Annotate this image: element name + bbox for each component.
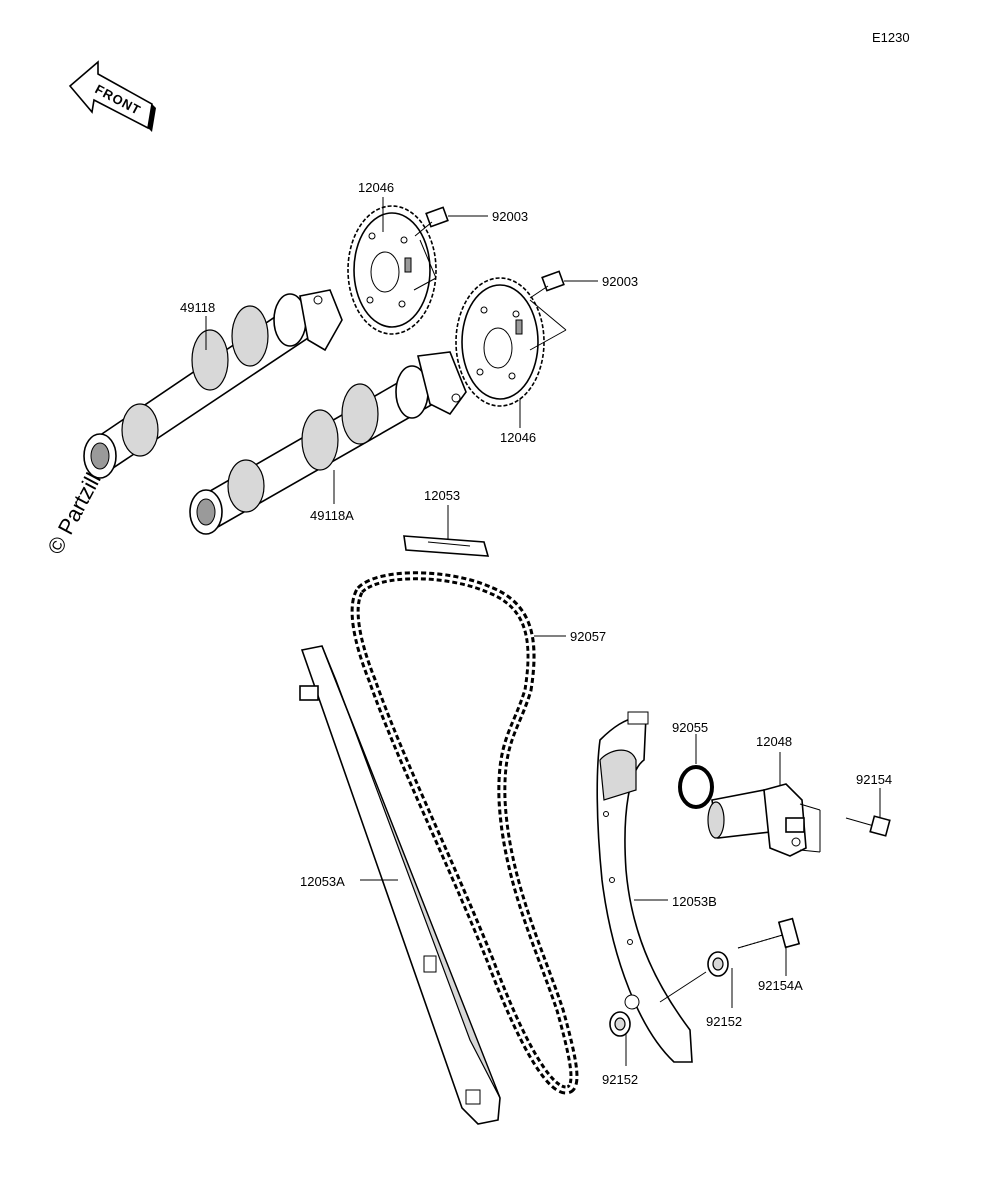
label-12053A: 12053A — [300, 874, 345, 889]
chain-guide-tensioner — [596, 711, 693, 1063]
chain-tensioner — [707, 783, 807, 857]
label-12048: 12048 — [756, 734, 792, 749]
label-92154A: 92154A — [758, 978, 803, 993]
o-ring — [678, 765, 714, 809]
collar-left — [609, 1011, 631, 1037]
chain-guide-top — [403, 535, 490, 557]
label-92154: 92154 — [856, 772, 892, 787]
label-12053: 12053 — [424, 488, 460, 503]
cam-sprocket-upper — [347, 205, 437, 335]
label-12046-top: 12046 — [358, 180, 394, 195]
collar-right — [707, 951, 729, 977]
label-92152-right: 92152 — [706, 1014, 742, 1029]
label-49118A: 49118A — [310, 508, 354, 523]
sprocket-bolt-upper — [414, 206, 449, 237]
label-92152-bottom: 92152 — [602, 1072, 638, 1087]
label-12046-mid: 12046 — [500, 430, 536, 445]
label-49118: 49118 — [180, 300, 215, 315]
camshaft-lower — [189, 351, 467, 535]
guide-pivot-bolt — [737, 917, 801, 949]
cam-sprocket-lower — [455, 277, 545, 407]
camshaft-upper — [83, 289, 343, 479]
label-92057: 92057 — [570, 629, 606, 644]
label-92055: 92055 — [672, 720, 708, 735]
sprocket-bolt-lower — [529, 270, 565, 299]
diagram-code: E1230 — [872, 30, 910, 45]
tensioner-bolt — [845, 815, 891, 837]
label-92003-mid: 92003 — [602, 274, 638, 289]
cam-chain — [350, 571, 579, 1095]
chain-guide-front — [299, 645, 501, 1125]
front-arrow-icon: FRONT — [68, 60, 156, 132]
label-12053B: 12053B — [672, 894, 717, 909]
label-92003-top: 92003 — [492, 209, 528, 224]
